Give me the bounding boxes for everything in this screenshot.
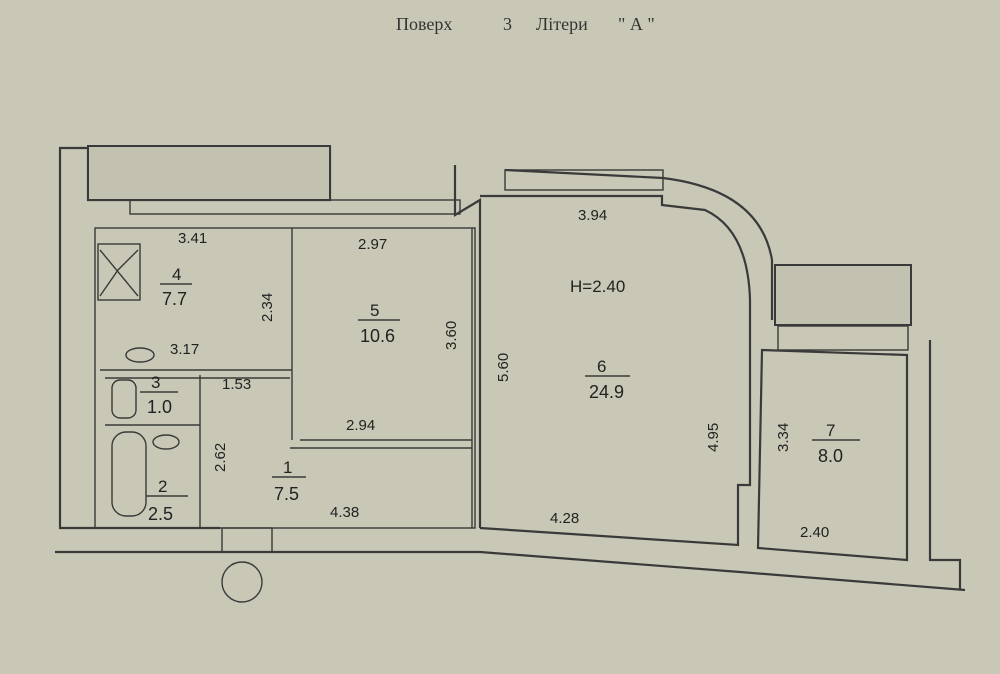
dim-room6-bottom: 4.28	[550, 510, 579, 527]
dim-room7-bottom: 2.40	[800, 524, 829, 541]
dim-room5-side: 3.60	[443, 321, 460, 350]
room-5-number: 5	[370, 301, 379, 320]
dim-room6-left: 5.60	[495, 353, 512, 382]
window-strip-top	[129, 199, 461, 215]
room-7-number: 7	[826, 421, 835, 440]
outer-wall-right-edge	[928, 340, 962, 590]
room-4-area: 7.7	[162, 289, 187, 309]
room-2-area: 2.5	[148, 504, 173, 524]
sink-room2	[152, 434, 180, 450]
dim-room6-right: 4.95	[705, 423, 722, 452]
dim-room5-bottom: 2.94	[346, 417, 375, 434]
room-4-number: 4	[172, 265, 181, 284]
dim-room5-top: 2.97	[358, 236, 387, 253]
window-strip-room6	[504, 169, 664, 191]
dim-room3-width: 1.53	[222, 376, 251, 393]
dim-room7-side: 3.34	[775, 423, 792, 452]
balcony-left	[87, 145, 331, 201]
dim-room4-top: 3.41	[178, 230, 207, 247]
letter-value: " А "	[618, 14, 655, 34]
window-strip-room7	[777, 325, 909, 351]
room-2-number: 2	[158, 477, 167, 496]
ceiling-height: H=2.40	[570, 277, 625, 296]
room-6-number: 6	[597, 357, 606, 376]
outer-wall-right	[453, 165, 482, 528]
letter-label: Літери	[536, 14, 588, 34]
dim-room1-side: 2.62	[212, 443, 229, 472]
room-5-area: 10.6	[360, 326, 395, 346]
sink-room4	[125, 347, 155, 363]
room-7-area: 8.0	[818, 446, 843, 466]
room-3-number: 3	[151, 373, 160, 392]
shower-mark	[99, 249, 139, 297]
room-6-area: 24.9	[589, 382, 624, 402]
floor-value: 3	[503, 14, 512, 34]
dim-room4-bottom: 3.17	[170, 341, 199, 358]
room-3-area: 1.0	[147, 397, 172, 417]
ground-line	[55, 550, 966, 592]
entrance-marker	[221, 561, 263, 603]
dim-room4-side: 2.34	[259, 293, 276, 322]
balcony-right	[774, 264, 912, 326]
floor-label: Поверх	[396, 14, 453, 34]
dim-room6-top: 3.94	[578, 207, 607, 224]
room-1-area: 7.5	[274, 484, 299, 504]
room6-wall	[479, 194, 752, 547]
room-1-number: 1	[283, 458, 292, 477]
room6-outer-curve	[504, 168, 774, 320]
entrance-door	[221, 527, 273, 553]
toilet-fixture	[111, 379, 137, 419]
dim-room1-bottom: 4.38	[330, 504, 359, 521]
room7-wall	[756, 348, 909, 562]
apartment-outline	[94, 227, 476, 529]
bathtub-fixture	[111, 431, 147, 517]
shower-fixture	[97, 243, 141, 301]
